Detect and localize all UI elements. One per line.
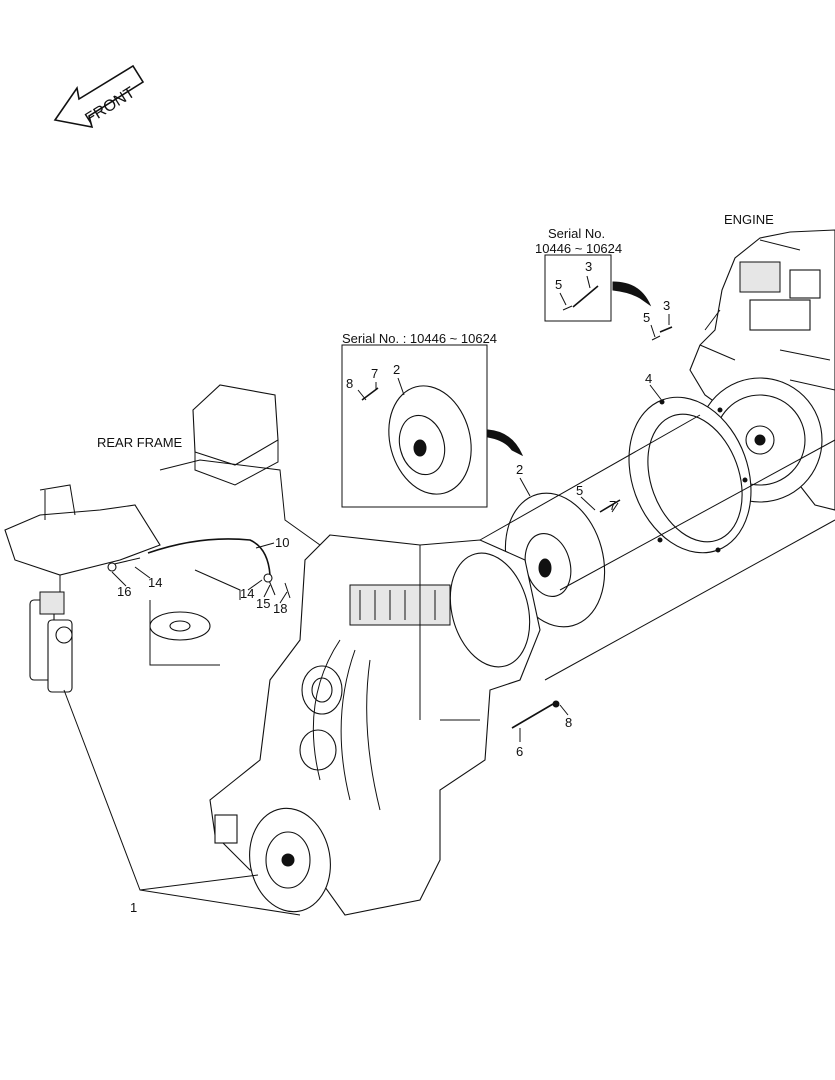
callout-6: 6 [516, 744, 523, 759]
filter-assembly [29, 591, 73, 693]
front-direction-arrow: FRONT [53, 64, 145, 129]
bolts-main [511, 326, 673, 729]
rear-frame: REAR FRAME [4, 384, 321, 666]
callout-8-box: 8 [346, 376, 353, 391]
callout-2-box: 2 [393, 362, 400, 377]
callout-7-main: 7 [609, 498, 616, 513]
callout-14-right: 14 [240, 586, 254, 601]
callout-5-main-mid: 5 [576, 483, 583, 498]
callout-10: 10 [275, 535, 289, 550]
serial-box-right-line1: Serial No. [548, 226, 605, 241]
serial-box-left-label: Serial No. : 10446 ~ 10624 [342, 331, 497, 346]
engine-label: ENGINE [724, 212, 774, 227]
front-label: FRONT [82, 84, 138, 128]
callout-16: 16 [117, 584, 131, 599]
callout-18: 18 [273, 601, 287, 616]
serial-box-left: Serial No. : 10446 ~ 10624 [341, 331, 524, 508]
callout-2-main: 2 [516, 462, 523, 477]
callout-4: 4 [645, 371, 652, 386]
callout-3-box: 3 [585, 259, 592, 274]
serial-box-right-line2: 10446 ~ 10624 [535, 241, 622, 256]
hose-10 [107, 538, 291, 599]
callout-15: 15 [256, 596, 270, 611]
serial-box-right: Serial No. 10446 ~ 10624 [535, 226, 652, 322]
callout-numbers: 1 2 2 3 3 4 5 5 5 6 7 7 8 8 10 14 14 15 … [117, 259, 670, 915]
callout-1: 1 [130, 900, 137, 915]
callout-5-box: 5 [555, 277, 562, 292]
callout-8-main: 8 [565, 715, 572, 730]
transmission-assembly [209, 534, 541, 916]
callout-7-box: 7 [371, 366, 378, 381]
leader-lines [63, 275, 835, 916]
rear-frame-label: REAR FRAME [97, 435, 183, 450]
callout-3-main: 3 [663, 298, 670, 313]
flywheel-housing-ring [628, 396, 752, 554]
callout-14-left: 14 [148, 575, 162, 590]
callout-5-main-upper: 5 [643, 310, 650, 325]
